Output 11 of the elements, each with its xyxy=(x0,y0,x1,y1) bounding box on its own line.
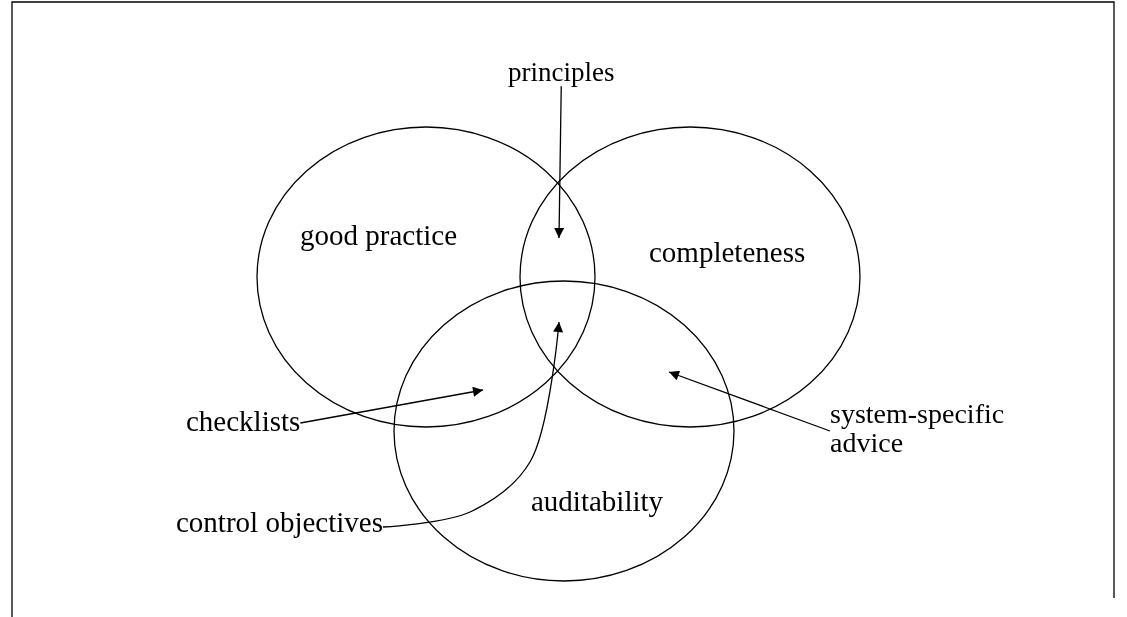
annotation-label: checklists xyxy=(186,406,301,437)
leader-arrow xyxy=(299,386,484,424)
leader-arrow xyxy=(668,370,831,432)
annotation-label: principles xyxy=(508,58,615,87)
set-label: auditability xyxy=(531,485,664,518)
set-label: good practice xyxy=(300,219,457,252)
annotation-label: control objectives xyxy=(176,507,383,538)
set-label: completeness xyxy=(649,236,806,269)
leader-arrow xyxy=(554,85,565,239)
leader-arrow xyxy=(382,321,564,528)
annotation-label: system-specific advice xyxy=(830,399,1006,458)
